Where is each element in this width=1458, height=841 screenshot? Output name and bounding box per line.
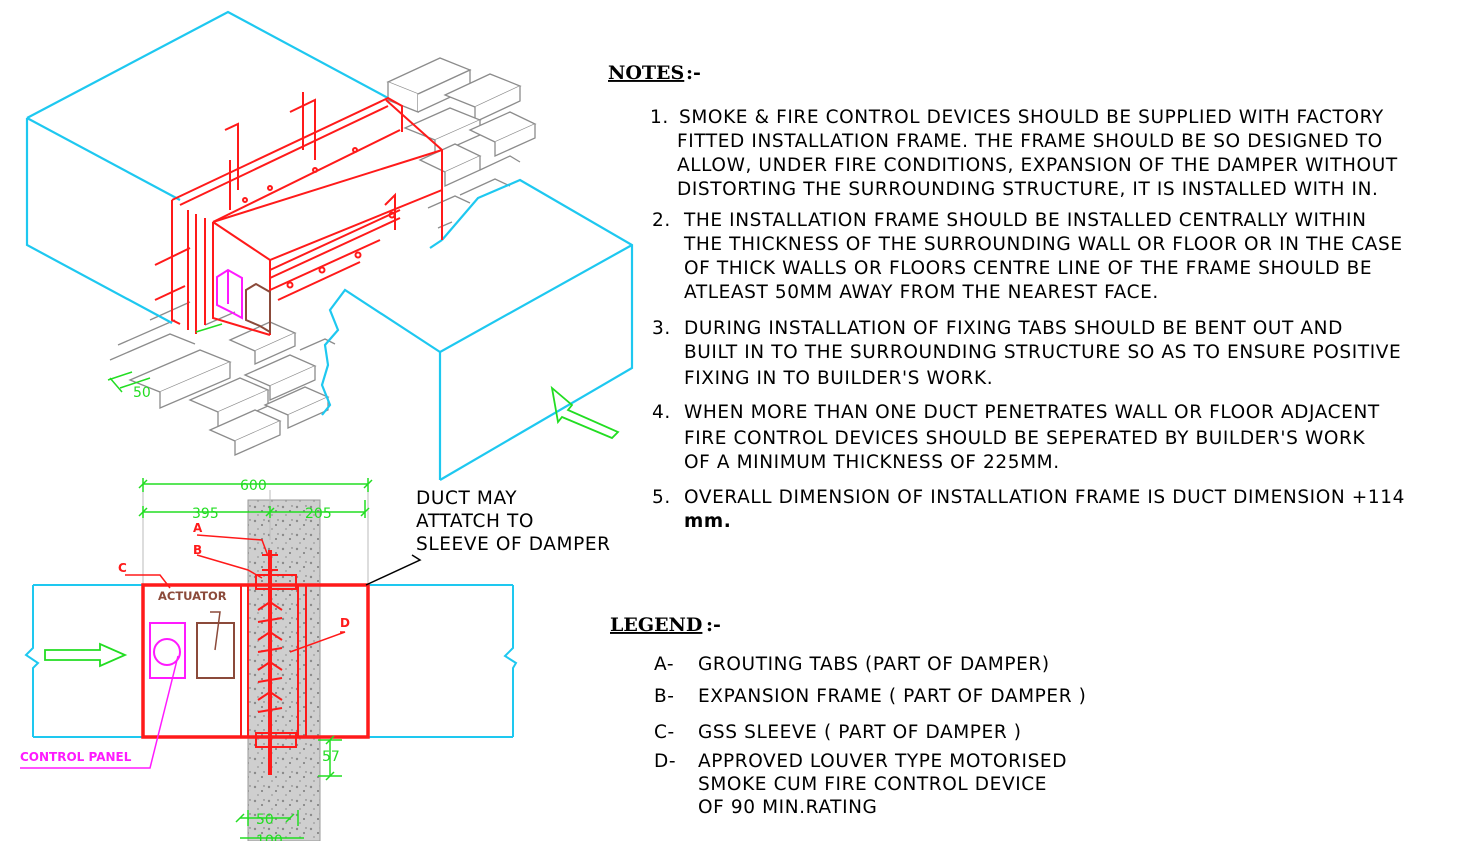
note-1-line-2: FITTED INSTALLATION FRAME. THE FRAME SHO… <box>677 131 1383 152</box>
control-panel-dial <box>153 638 181 666</box>
legend-d-line-3: OF 90 MIN.RATING <box>698 797 878 818</box>
duct-note: DUCT MAY ATTATCH TO SLEEVE OF DAMPER <box>416 488 611 555</box>
notes-block: NOTES :- 1. SMOKE & FIRE CONTROL DEVICES… <box>608 62 1405 532</box>
note-4-line-1: WHEN MORE THAN ONE DUCT PENETRATES WALL … <box>684 402 1380 423</box>
concrete-wall <box>247 499 321 841</box>
dim-50-bottom: 50 <box>256 812 274 828</box>
legend-d-line-2: SMOKE CUM FIRE CONTROL DEVICE <box>698 774 1047 795</box>
dim-100-bottom: 100 <box>256 833 283 841</box>
legend-b-key: B- <box>654 686 675 707</box>
label-b: B <box>193 543 202 557</box>
dim-395: 395 <box>192 506 219 522</box>
note-4-num: 4. <box>652 402 671 423</box>
legend-a-line-1: GROUTING TABS (PART OF DAMPER) <box>698 654 1050 675</box>
duct-note-line-2: ATTATCH TO <box>416 511 534 532</box>
iso-flow-arrow <box>550 385 620 440</box>
left-duct <box>25 10 389 324</box>
section-flow-arrow <box>44 642 128 668</box>
note-4-line-2: FIRE CONTROL DEVICES SHOULD BE SEPERATED… <box>684 428 1365 449</box>
iso-dim-50-label: 50 <box>133 385 151 401</box>
note-5-line-1: OVERALL DIMENSION OF INSTALLATION FRAME … <box>684 487 1405 508</box>
label-a: A <box>193 521 203 535</box>
label-c: C <box>118 561 127 575</box>
note-3-line-3: FIXING IN TO BUILDER'S WORK. <box>684 368 993 389</box>
dim-57: 57 <box>322 749 340 765</box>
control-panel-label: CONTROL PANEL <box>20 750 132 764</box>
note-2-line-1: THE INSTALLATION FRAME SHOULD BE INSTALL… <box>683 210 1367 231</box>
note-3-num: 3. <box>652 318 671 339</box>
legend-heading-suffix: :- <box>706 614 721 636</box>
control-panel-box <box>149 622 186 679</box>
legend-heading: LEGEND <box>610 614 702 636</box>
notes-heading: NOTES <box>608 62 684 84</box>
note-1-line-1: SMOKE & FIRE CONTROL DEVICES SHOULD BE S… <box>679 107 1384 128</box>
legend-c-line-1: GSS SLEEVE ( PART OF DAMPER ) <box>698 722 1022 743</box>
actuator-box <box>196 622 235 679</box>
actuator-label: ACTUATOR <box>158 589 227 603</box>
isometric-view: 50 <box>25 10 634 481</box>
note-2-line-3: OF THICK WALLS OR FLOORS CENTRE LINE OF … <box>684 258 1372 279</box>
brick-wall <box>109 57 537 457</box>
iso-dim-50 <box>107 323 223 393</box>
dim-205: 205 <box>305 506 332 522</box>
note-1-line-4: DISTORTING THE SURROUNDING STRUCTURE, IT… <box>677 179 1379 200</box>
note-1-num: 1. <box>650 107 669 128</box>
section-view: 600 395 205 57 50 100 A B C D ACTUATOR C… <box>20 478 611 841</box>
legend-b-line-1: EXPANSION FRAME ( PART OF DAMPER ) <box>698 686 1086 707</box>
legend-d-line-1: APPROVED LOUVER TYPE MOTORISED <box>698 751 1067 772</box>
note-5-line-2: mm. <box>684 511 731 532</box>
note-4-line-3: OF A MINIMUM THICKNESS OF 225MM. <box>684 452 1060 473</box>
note-2-line-4: ATLEAST 50MM AWAY FROM THE NEAREST FACE. <box>684 282 1159 303</box>
duct-note-line-3: SLEEVE OF DAMPER <box>416 534 611 555</box>
duct-note-line-1: DUCT MAY <box>416 488 517 509</box>
note-3-line-1: DURING INSTALLATION OF FIXING TABS SHOUL… <box>684 318 1343 339</box>
legend-a-key: A- <box>654 654 674 675</box>
label-d: D <box>340 616 350 630</box>
damper-frame-iso <box>154 92 443 336</box>
note-3-line-2: BUILT IN TO THE SURROUNDING STRUCTURE SO… <box>684 342 1401 363</box>
note-2-num: 2. <box>652 210 671 231</box>
legend-d-key: D- <box>654 751 676 772</box>
legend-c-key: C- <box>654 722 675 743</box>
iso-control-boxes <box>216 268 271 334</box>
note-2-line-2: THE THICKNESS OF THE SURROUNDING WALL OR… <box>683 234 1403 255</box>
dim-600: 600 <box>240 478 267 494</box>
note-5-num: 5. <box>652 487 671 508</box>
section-ducts <box>24 584 518 738</box>
right-duct <box>320 178 634 481</box>
section-dimensions <box>138 478 373 839</box>
note-1-line-3: ALLOW, UNDER FIRE CONDITIONS, EXPANSION … <box>677 155 1398 176</box>
notes-heading-suffix: :- <box>686 62 701 84</box>
section-damper <box>141 550 370 775</box>
legend-block: LEGEND :- A- GROUTING TABS (PART OF DAMP… <box>610 614 1086 818</box>
